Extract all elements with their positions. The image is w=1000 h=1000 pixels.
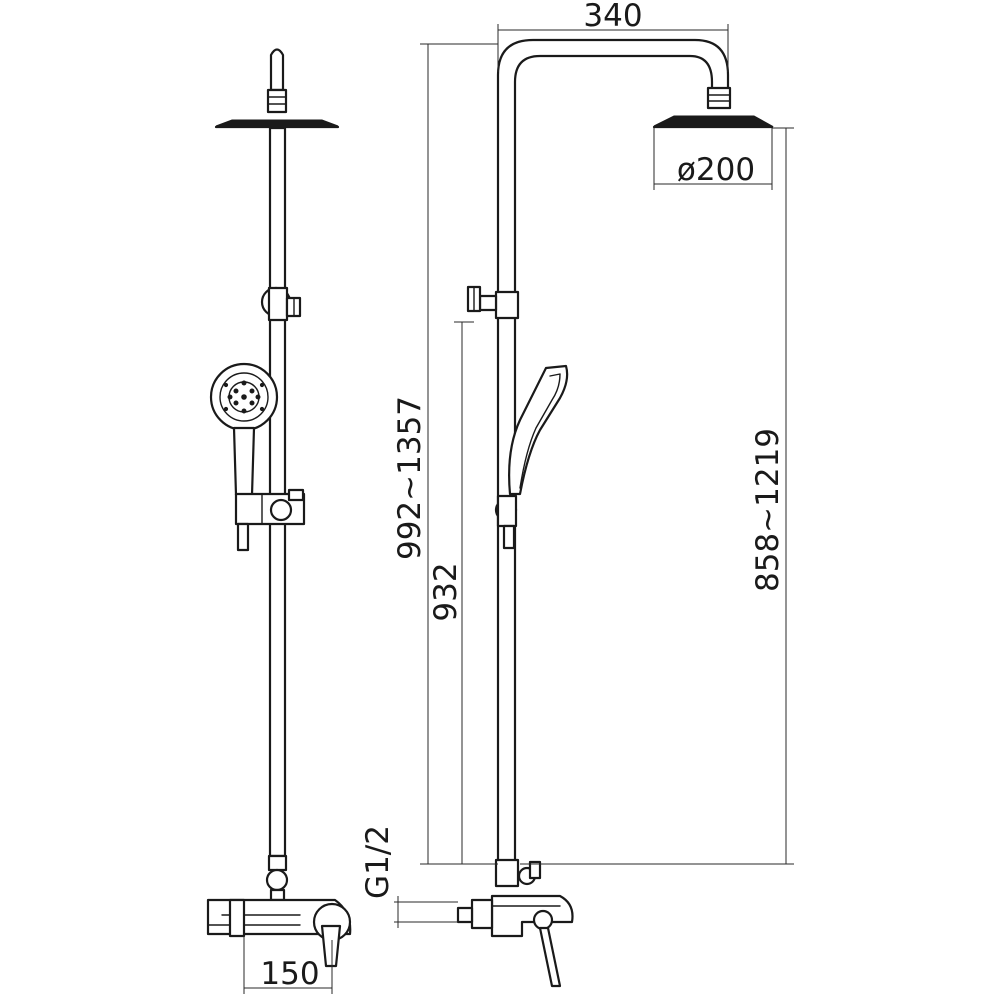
side-top-arm-inner [513,54,714,862]
side-rain-head-disc [653,115,774,127]
dimension-lines [243,24,794,994]
side-slider-holder [502,524,516,550]
side-top-arm-outer [496,38,730,862]
side-mixer-body [490,894,574,938]
front-slider-holder [236,522,250,552]
dim-inlet-spacing: 150 [260,956,319,992]
front-inlet-left [228,898,246,938]
front-hand-shower [209,362,279,497]
front-head-connector [266,88,288,114]
front-lower-connector [267,854,288,872]
dimension-labels: 340 ø200 992~1357 932 858~1219 G1/2 150 [260,0,786,992]
front-view [206,48,352,968]
side-upper-clamp [494,290,520,320]
side-view [456,38,774,988]
front-slider-knob [269,498,293,522]
side-lever-hub [532,909,554,931]
front-head-neck [269,48,285,92]
dim-head-height-range: 858~1219 [750,428,786,592]
dim-height-range-total: 992~1357 [392,396,428,560]
side-diverter [494,858,520,888]
side-head-connector [706,86,732,110]
front-upper-clamp-body [267,286,289,322]
front-riser-pipe [268,126,287,858]
front-lever-handle [320,924,342,968]
front-rain-head-disc [215,119,339,127]
side-upper-clamp-knob [478,294,498,312]
dim-head-diameter: ø200 [677,152,755,188]
dim-inlet-thread: G1/2 [360,825,396,899]
dim-rail-height: 932 [428,562,464,621]
side-lever-handle [538,926,562,988]
front-lower-nut [265,868,289,892]
side-inlet-fitting [470,898,494,930]
dim-top-arm-width: 340 [583,0,642,34]
